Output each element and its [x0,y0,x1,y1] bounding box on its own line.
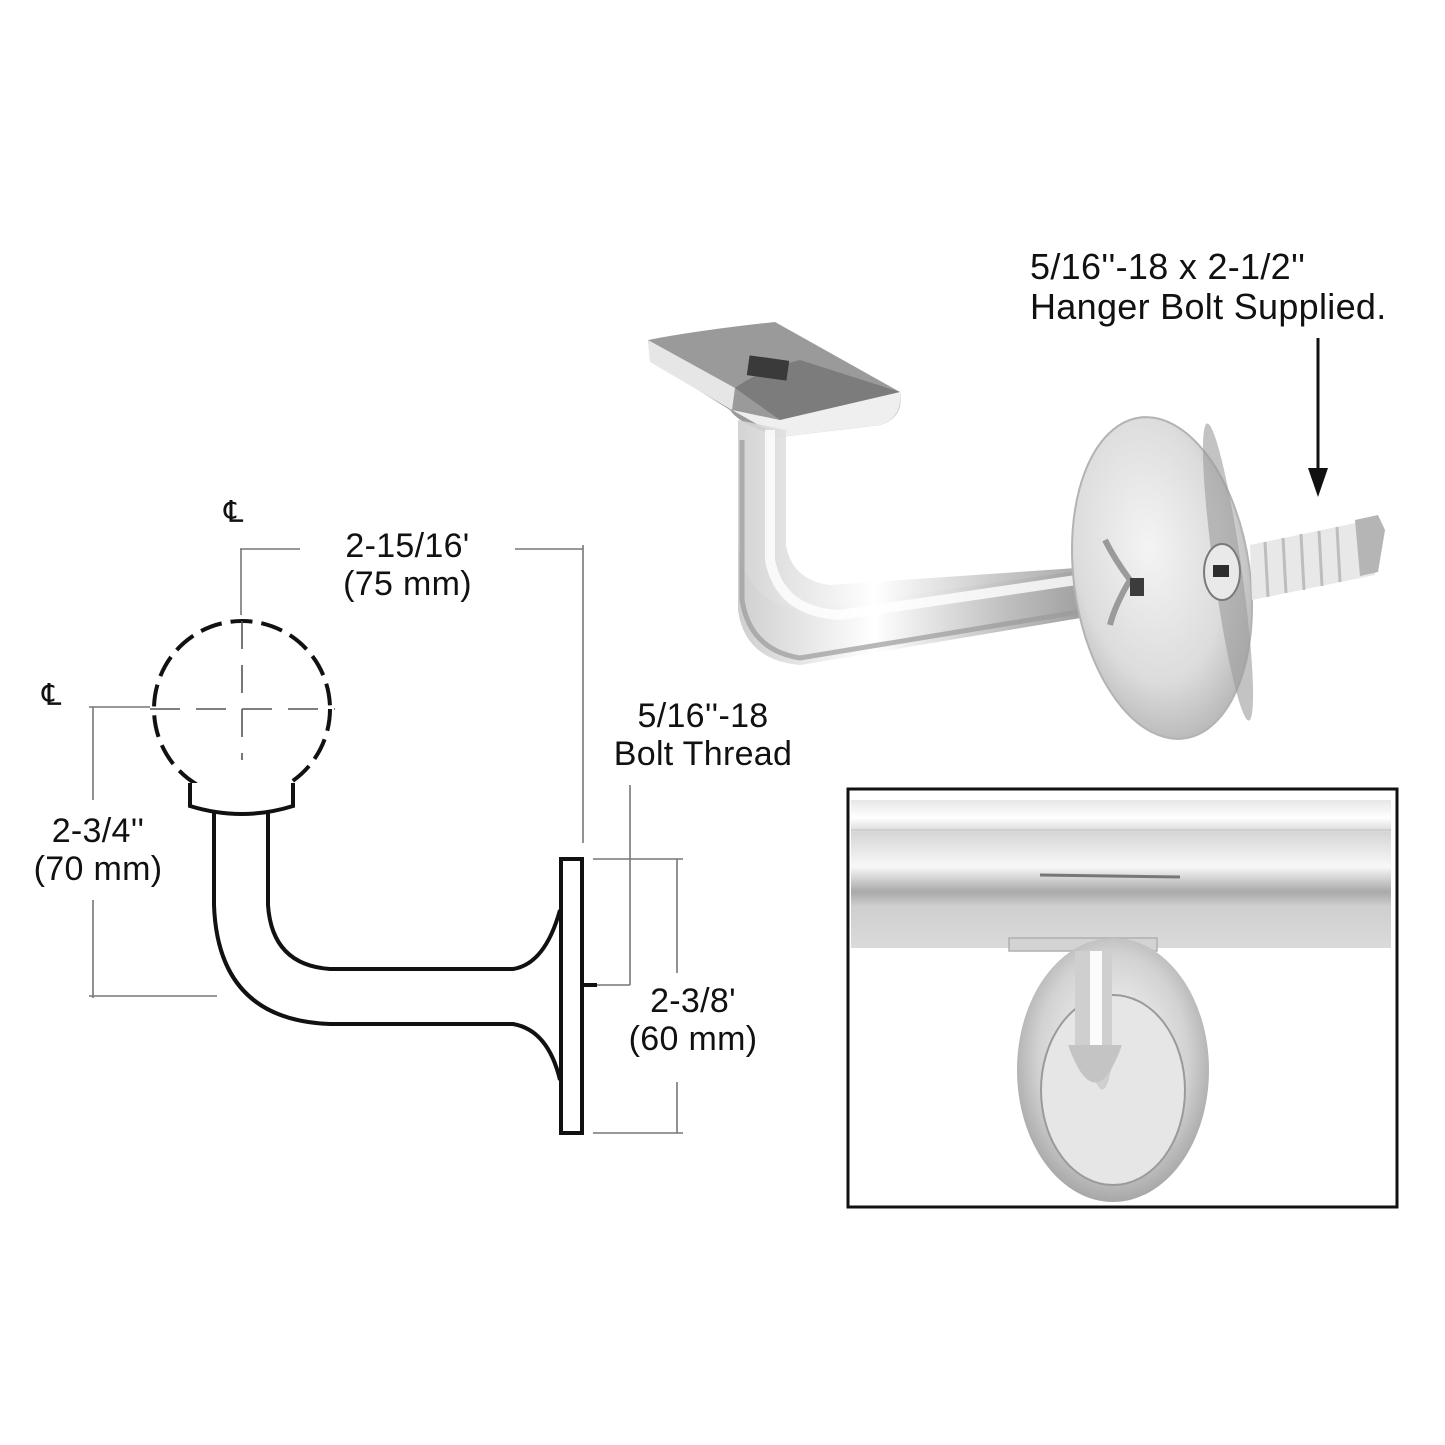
dim-vertical-imperial: 2-3/4'' [51,812,145,850]
rail-profile-dashed [150,619,335,799]
hanger-bolt-line1: 5/16''-18 x 2-1/2'' [1030,246,1306,287]
bracket-arm [212,813,562,1081]
callout-hanger-bolt: 5/16''-18 x 2-1/2'' Hanger Bolt Supplied… [1030,246,1415,328]
installed-rail-photo [846,787,1399,1209]
dim-horizontal-offset: 2-15/16' (75 mm) [300,527,515,603]
hanger-bolt-arrow [1308,338,1328,497]
wall-flange [559,857,584,1135]
dim-flange-metric: (60 mm) [628,1020,758,1059]
dim-horizontal-imperial: 2-15/16' [345,527,470,565]
bracket-3d-photo [648,322,1385,740]
dim-flange-imperial: 2-3/8' [650,982,736,1020]
bolt-thread-line1: 5/16''-18 [637,697,769,735]
dim-vertical-offset: 2-3/4'' (70 mm) [18,812,178,888]
dim-vertical-metric: (70 mm) [33,850,163,889]
dimension-lines [89,545,683,1134]
dim-horizontal-metric: (75 mm) [343,565,472,604]
centerline-symbol-top: ℄ [224,495,244,530]
hanger-bolt-line2: Hanger Bolt Supplied. [1030,286,1387,328]
centerline-symbol-left: ℄ [42,678,62,713]
dim-flange-height: 2-3/8' (60 mm) [608,982,778,1058]
saddle [188,783,295,816]
callout-bolt-thread: 5/16''-18 Bolt Thread [600,697,806,773]
bolt-thread-line2: Bolt Thread [613,735,793,774]
